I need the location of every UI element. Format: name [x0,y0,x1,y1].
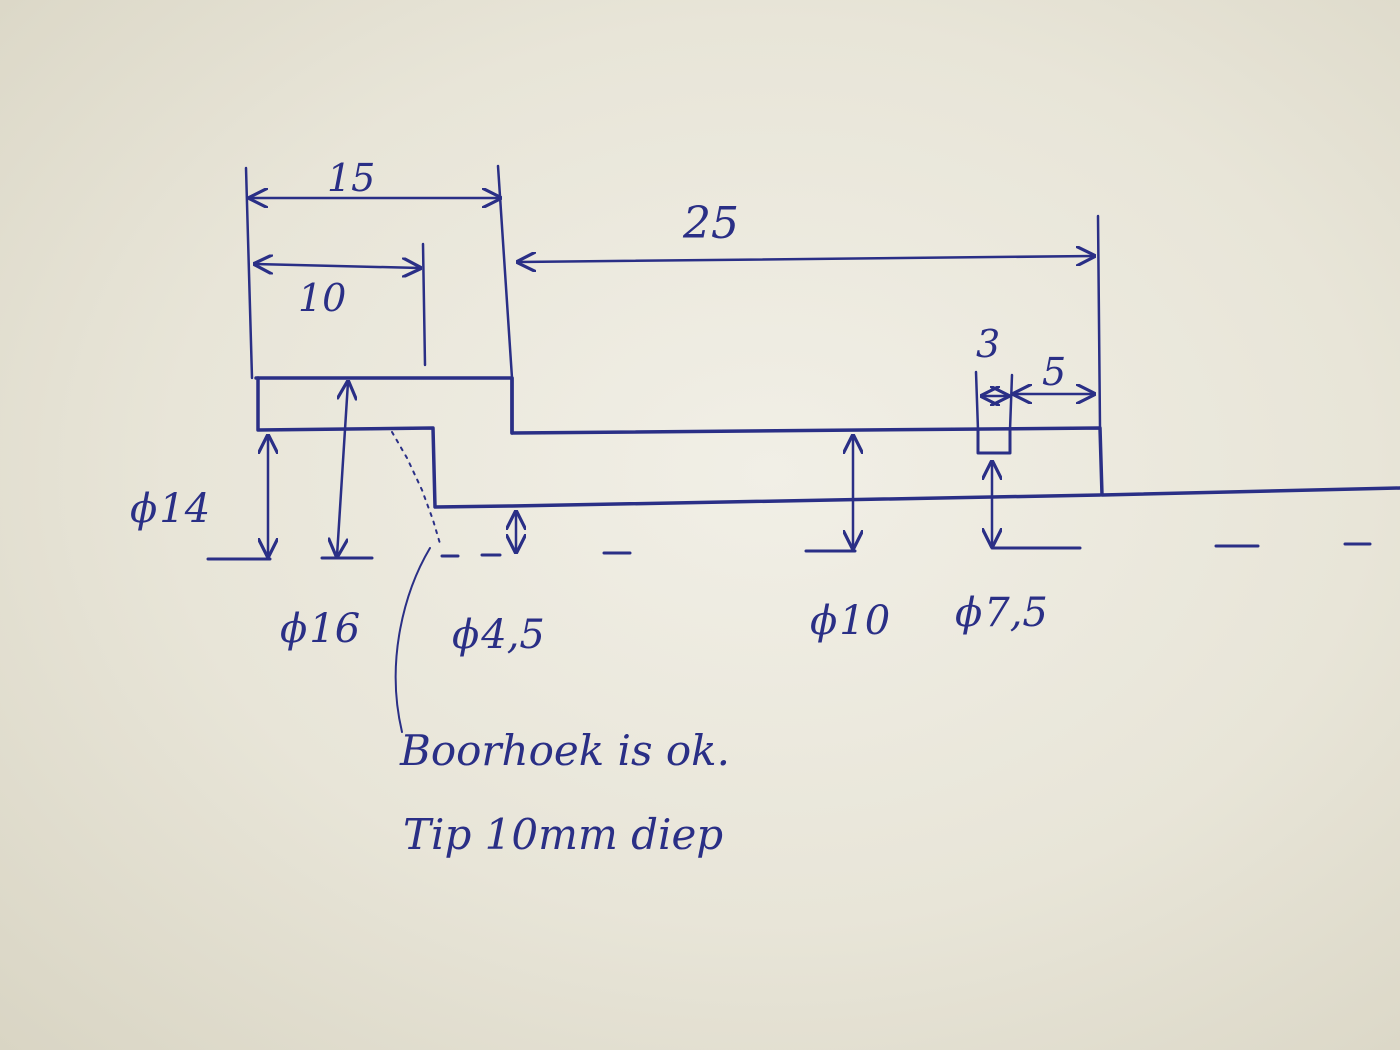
diameter-symbol: ϕ [130,486,158,532]
dim-label-5: 5 [1042,350,1067,394]
diameter-label-14: ϕ14 [130,486,210,532]
drill-taper-line [391,431,442,548]
dim-label-25: 25 [683,198,739,249]
diameter-label-10: ϕ10 [810,598,890,644]
note-line-2: Tip 10mm diep [403,810,724,859]
note-leader-line [394,547,431,733]
diameter-value: 14 [159,486,211,532]
centerline [206,542,1372,561]
diameter-value: 16 [309,606,361,652]
diameter-value: 7,5 [984,590,1048,636]
diameter-value: 10 [839,598,891,644]
dim-line-d16 [337,382,348,556]
dim-label-10: 10 [298,276,347,320]
dim-line-25 [518,256,1094,262]
diameter-symbol: ϕ [810,598,838,644]
diameter-label-7-5: ϕ7,5 [955,590,1048,636]
dimension-lines [250,198,1094,556]
extension-lines [244,164,1102,432]
diameter-symbol: ϕ [452,612,480,658]
dim-label-15: 15 [327,156,376,200]
diameter-value: 4,5 [481,612,545,658]
diameter-label-4-5: ϕ4,5 [452,612,545,658]
diameter-symbol: ϕ [955,590,983,636]
part-outline [254,376,1400,509]
dim-label-3: 3 [976,322,1001,366]
note-line-1: Boorhoek is ok. [400,726,730,775]
diameter-symbol: ϕ [280,606,308,652]
diameter-label-16: ϕ16 [280,606,360,652]
dim-line-10 [255,264,420,268]
